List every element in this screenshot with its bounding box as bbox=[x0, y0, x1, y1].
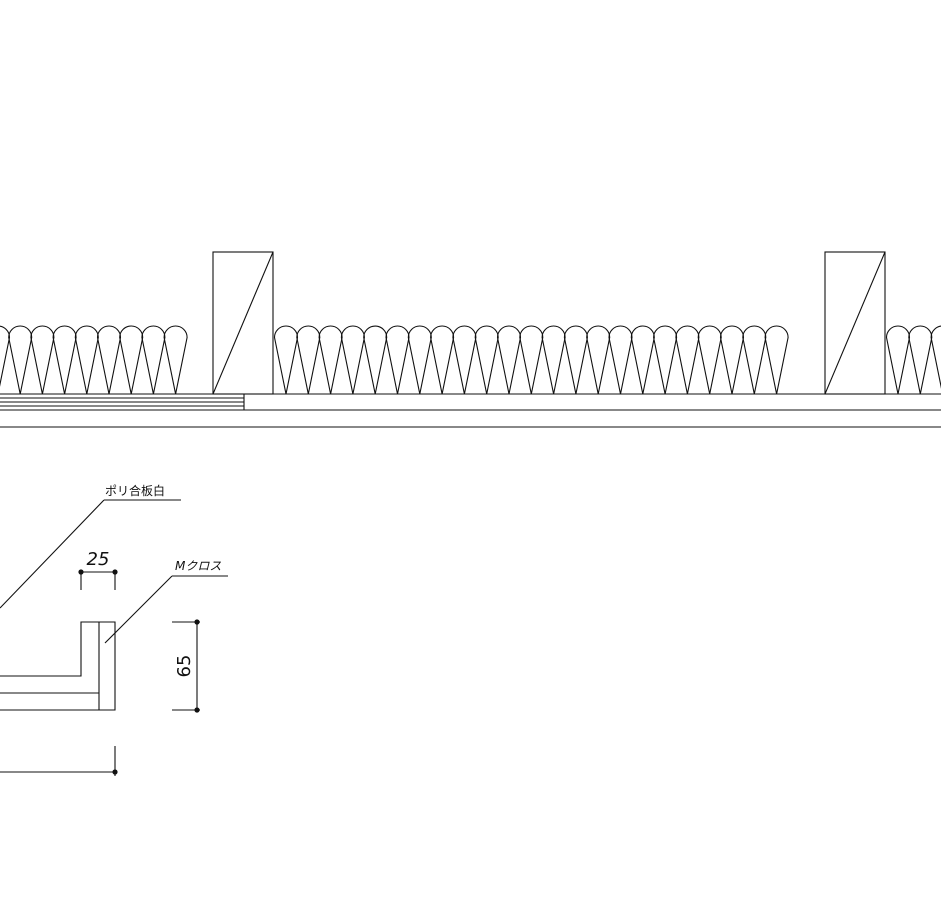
insulation-lobe bbox=[742, 325, 767, 395]
cloth-leader: Mクロス bbox=[104, 559, 228, 644]
insulation-lobe bbox=[930, 325, 941, 389]
dimension-height-text: 65 bbox=[174, 655, 195, 678]
insulation-lobe bbox=[30, 325, 55, 395]
insulation-lobe bbox=[653, 325, 678, 395]
board-leader: ポリ合板白 bbox=[0, 483, 181, 609]
insulation-lobe bbox=[630, 325, 655, 395]
insulation-lobe bbox=[496, 325, 522, 395]
insulation-lobe bbox=[8, 325, 33, 395]
insulation-lobe bbox=[407, 325, 432, 395]
trim-profile bbox=[0, 621, 116, 711]
insulation-lobe bbox=[119, 325, 144, 395]
insulation-lobe bbox=[0, 325, 11, 387]
insulation-lobe bbox=[675, 325, 700, 395]
insulation-lobe bbox=[273, 325, 299, 395]
wall-boards bbox=[0, 393, 941, 428]
insulation-lobe bbox=[541, 325, 566, 395]
insulation-lobe bbox=[885, 325, 911, 395]
insulation-lobe bbox=[74, 325, 99, 395]
cloth-label: Mクロス bbox=[175, 559, 221, 573]
insulation-lobe bbox=[608, 325, 633, 395]
insulation-lobe bbox=[96, 325, 122, 395]
insulation-lobe bbox=[908, 325, 933, 395]
insulation-lobe bbox=[697, 325, 722, 395]
dimension-width-text: 25 bbox=[87, 549, 110, 570]
insulation-lobe bbox=[385, 325, 410, 395]
insulation-lobe bbox=[318, 325, 343, 395]
insulation-lobe bbox=[163, 325, 188, 395]
insulation-lobe bbox=[474, 325, 499, 395]
dimension-overall bbox=[0, 746, 118, 776]
dimension-width: 25 bbox=[78, 549, 118, 590]
insulation-layer bbox=[0, 325, 941, 395]
dimension-height: 65 bbox=[172, 619, 200, 713]
insulation-lobe bbox=[141, 325, 166, 395]
board-label: ポリ合板白 bbox=[105, 483, 165, 498]
insulation-lobe bbox=[340, 325, 365, 395]
insulation-lobe bbox=[430, 325, 455, 395]
insulation-lobe bbox=[764, 325, 789, 395]
insulation-lobe bbox=[563, 325, 588, 395]
stud-right bbox=[824, 251, 886, 395]
insulation-lobe bbox=[363, 325, 388, 395]
stud-left bbox=[212, 251, 274, 395]
insulation-lobe bbox=[586, 325, 611, 395]
insulation-lobe bbox=[52, 325, 77, 395]
insulation-lobe bbox=[519, 325, 544, 395]
insulation-lobe bbox=[452, 325, 477, 395]
insulation-lobe bbox=[296, 325, 321, 395]
insulation-lobe bbox=[719, 325, 745, 395]
